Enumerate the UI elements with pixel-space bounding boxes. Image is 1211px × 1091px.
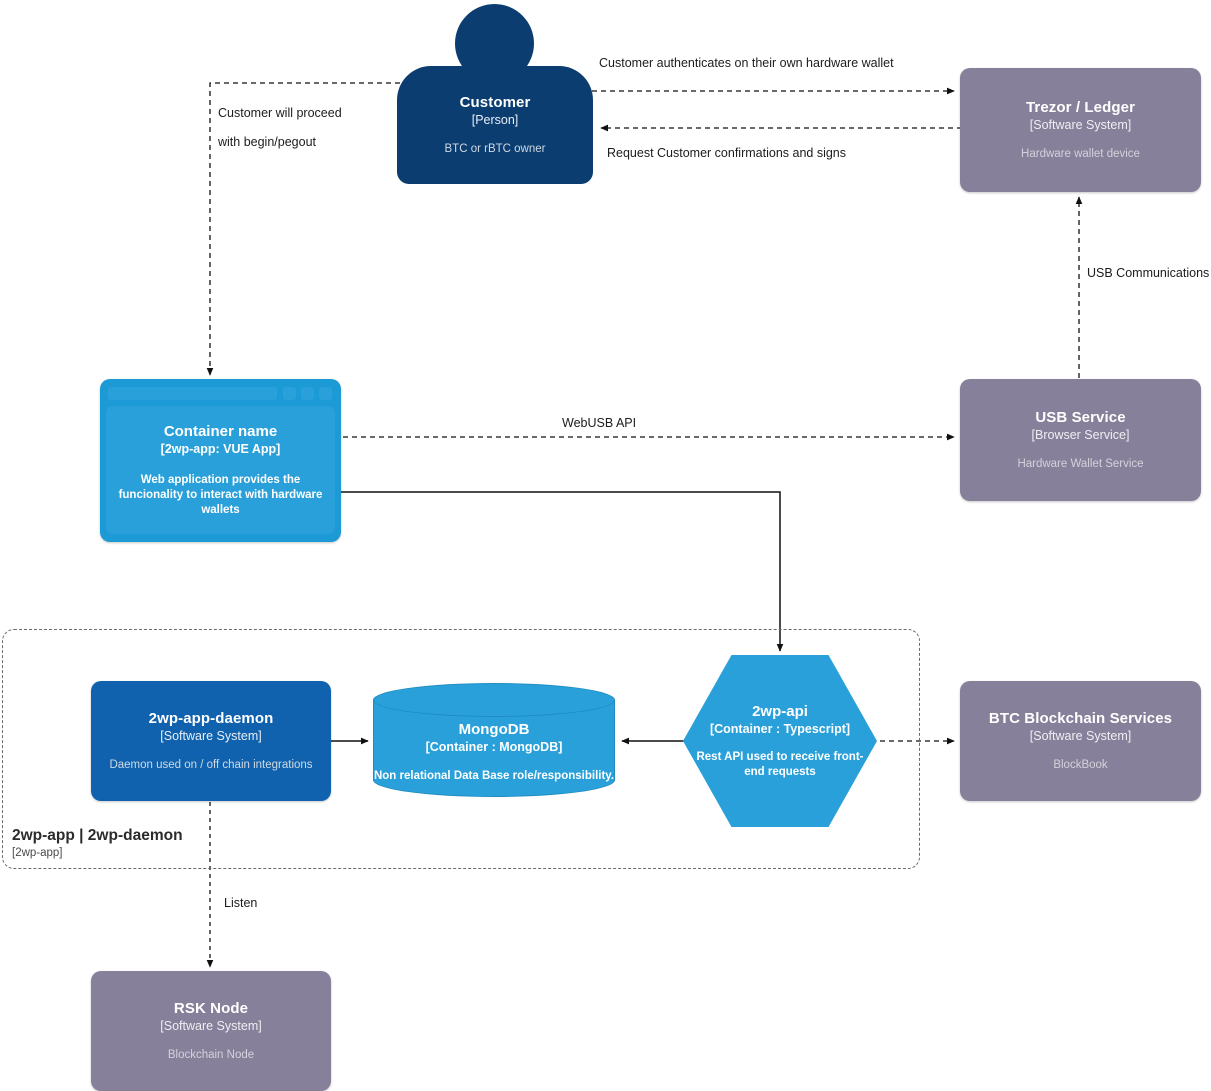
edge-customer-to-vueapp [206, 82, 400, 376]
node-vue-app-title: Container name [163, 423, 278, 440]
node-btc-blockchain-services[interactable]: BTC Blockchain Services [Software System… [960, 681, 1201, 801]
node-customer-description: BTC or rBTC owner [444, 143, 546, 155]
node-2wp-app-daemon-description: Daemon used on / off chain integrations [109, 759, 313, 771]
boundary-label: 2wp-app | 2wp-daemon [2wp-app] [12, 826, 183, 861]
browser-minimize-icon[interactable] [283, 387, 296, 400]
browser-chrome-bar [106, 385, 335, 402]
node-vue-app-type: [2wp-app: VUE App] [160, 442, 281, 456]
node-mongodb-text: MongoDB [Container : MongoDB] Non relati… [373, 707, 615, 797]
node-rsk-node[interactable]: RSK Node [Software System] Blockchain No… [91, 971, 331, 1091]
node-2wp-api[interactable]: 2wp-api [Container : Typescript] Rest AP… [683, 655, 877, 827]
node-trezor-ledger[interactable]: Trezor / Ledger [Software System] Hardwa… [960, 68, 1201, 192]
node-vue-app[interactable]: Container name [2wp-app: VUE App] Web ap… [100, 379, 341, 542]
cylinder-top [373, 683, 615, 717]
node-mongodb-title: MongoDB [458, 721, 530, 738]
node-2wp-api-text: 2wp-api [Container : Typescript] Rest AP… [683, 655, 877, 827]
node-vue-app-description: Web application provides the funcionalit… [118, 474, 323, 516]
node-trezor-ledger-type: [Software System] [1029, 118, 1132, 132]
node-mongodb-type: [Container : MongoDB] [425, 740, 563, 754]
boundary-label-type: [2wp-app] [12, 847, 63, 859]
node-usb-service-description: Hardware Wallet Service [1017, 458, 1144, 470]
browser-urlbar [108, 387, 277, 400]
node-btc-blockchain-services-type: [Software System] [1029, 729, 1132, 743]
node-usb-service-type: [Browser Service] [1031, 428, 1130, 442]
node-rsk-node-description: Blockchain Node [167, 1049, 255, 1061]
node-customer-title: Customer [459, 94, 531, 111]
edge-label-usb-communications: USB Communications [1087, 266, 1210, 280]
node-2wp-app-daemon[interactable]: 2wp-app-daemon [Software System] Daemon … [91, 681, 331, 801]
edge-label-customer-to-trezor: Customer authenticates on their own hard… [599, 56, 894, 70]
node-rsk-node-type: [Software System] [160, 1019, 262, 1033]
browser-maximize-icon[interactable] [301, 387, 314, 400]
node-customer[interactable]: Customer [Person] BTC or rBTC owner [397, 66, 593, 184]
node-btc-blockchain-services-description: BlockBook [1053, 759, 1108, 771]
node-trezor-ledger-title: Trezor / Ledger [1025, 99, 1136, 116]
edge-label-customer-to-vueapp-line2: with begin/pegout [218, 135, 316, 149]
node-btc-blockchain-services-title: BTC Blockchain Services [988, 710, 1173, 727]
edge-vueapp-to-api [341, 491, 784, 652]
node-customer-type: [Person] [471, 113, 519, 127]
node-trezor-ledger-description: Hardware wallet device [1021, 148, 1140, 160]
node-vue-app-body: Container name [2wp-app: VUE App] Web ap… [106, 406, 335, 534]
boundary-label-title: 2wp-app | 2wp-daemon [12, 827, 183, 844]
node-2wp-api-title: 2wp-api [752, 703, 808, 720]
node-2wp-api-type: [Container : Typescript] [709, 722, 851, 736]
node-usb-service-title: USB Service [1035, 409, 1126, 426]
node-2wp-api-description: Rest API used to receive front-end reque… [696, 751, 864, 778]
edge-label-listen: Listen [224, 896, 258, 910]
browser-close-icon[interactable] [319, 387, 332, 400]
node-2wp-app-daemon-title: 2wp-app-daemon [148, 710, 274, 727]
node-mongodb-description: Non relational Data Base role/responsibi… [373, 770, 615, 782]
node-rsk-node-title: RSK Node [173, 1000, 249, 1017]
node-2wp-app-daemon-type: [Software System] [160, 729, 262, 743]
node-usb-service[interactable]: USB Service [Browser Service] Hardware W… [960, 379, 1201, 501]
node-mongodb[interactable]: MongoDB [Container : MongoDB] Non relati… [373, 683, 615, 797]
edge-label-customer-to-vueapp-line1: Customer will proceed [218, 106, 342, 120]
edge-label-webusb-api: WebUSB API [562, 416, 637, 430]
edge-label-trezor-to-customer: Request Customer confirmations and signs [607, 146, 847, 160]
